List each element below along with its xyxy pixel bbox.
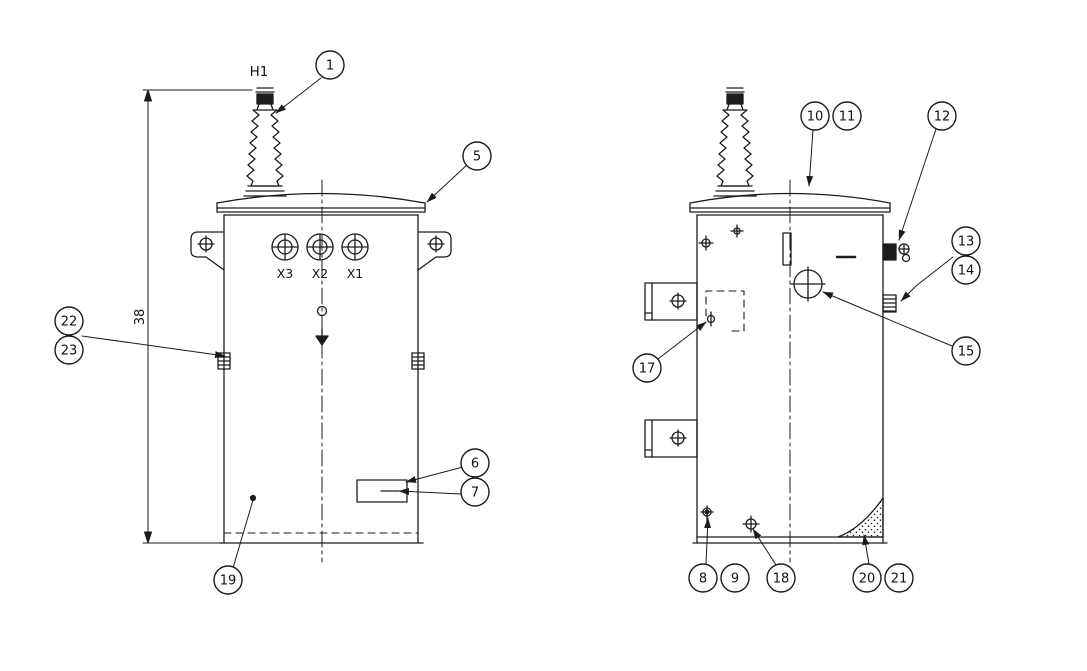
front-leaders	[81, 77, 469, 569]
support-bracket-upper	[644, 282, 698, 321]
callout-12: 12	[927, 101, 957, 131]
hidden-bracket-outline	[705, 290, 745, 332]
callout-23-label: 23	[61, 344, 78, 359]
drain-valve-fitting	[882, 294, 897, 313]
mounting-bracket-left	[190, 231, 225, 271]
callout-17-label: 17	[639, 362, 656, 377]
callout-22-label: 22	[61, 315, 78, 330]
callout-8-label: 8	[699, 572, 707, 587]
side-lid	[689, 192, 891, 216]
callout-1: 1	[315, 50, 345, 80]
bottom-bolt-left	[700, 505, 714, 522]
callout-8: 8	[688, 563, 718, 593]
callout-9: 9	[720, 563, 750, 593]
pressure-relief-fitting	[882, 243, 911, 263]
callout-5: 5	[462, 141, 492, 171]
lv-bushing-x1: X1	[341, 233, 369, 281]
ground-pad-bolt	[742, 515, 760, 533]
front-view: X3 X2 X1	[81, 64, 469, 569]
callout-22: 22	[54, 306, 84, 336]
callout-23: 23	[54, 335, 84, 365]
lv-bushing-x3: X3	[271, 233, 299, 281]
front-tank	[218, 214, 424, 544]
lv-bushing-label-x3: X3	[277, 266, 294, 281]
callout-13-label: 13	[958, 235, 975, 250]
callout-10: 10	[800, 101, 830, 131]
callout-1-label: 1	[326, 59, 334, 74]
callout-11-label: 11	[839, 110, 856, 125]
callout-18: 18	[766, 563, 796, 593]
callout-13: 13	[951, 226, 981, 256]
side-leaders	[657, 128, 954, 566]
lv-bushing-label-x1: X1	[347, 266, 364, 281]
callout-6: 6	[460, 448, 490, 478]
callout-11: 11	[832, 101, 862, 131]
callout-18-label: 18	[773, 572, 790, 587]
callout-20: 20	[852, 563, 882, 593]
lv-bushing-x2: X2	[306, 233, 334, 281]
callout-20-label: 20	[859, 572, 876, 587]
callout-7-label: 7	[471, 486, 479, 501]
bracket-bolt	[706, 311, 716, 327]
front-lid	[216, 192, 426, 216]
callout-12-label: 12	[934, 110, 951, 125]
thermometer-well	[782, 232, 792, 266]
wall-fin-right	[411, 352, 425, 370]
hv-bushing-side	[713, 87, 757, 197]
hv-bushing-front	[243, 87, 287, 197]
lid-clamp-bolts	[698, 224, 744, 251]
callout-6-label: 6	[471, 457, 479, 472]
height-dimension-label: 38	[133, 309, 148, 326]
hand-hole	[790, 266, 826, 302]
callout-14-label: 14	[958, 264, 975, 279]
tank-face-valve	[315, 328, 329, 346]
side-view	[644, 87, 954, 566]
callout-17: 17	[632, 353, 662, 383]
lv-bushing-label-x2: X2	[312, 266, 329, 281]
callout-15: 15	[951, 336, 981, 366]
callout-14: 14	[951, 255, 981, 285]
callout-21: 21	[884, 563, 914, 593]
dimension-38: 38	[133, 89, 253, 544]
callout-15-label: 15	[958, 345, 975, 360]
callout-21-label: 21	[891, 572, 908, 587]
callout-19-label: 19	[220, 574, 237, 589]
tank-face-plug	[316, 305, 328, 317]
hv-bushing-label: H1	[250, 64, 269, 80]
corner-weld-patch	[837, 497, 884, 538]
callout-5-label: 5	[473, 150, 481, 165]
callout-19: 19	[213, 565, 243, 595]
callout-10-label: 10	[807, 110, 824, 125]
mounting-bracket-right	[417, 231, 452, 271]
callout-9-label: 9	[731, 572, 739, 587]
support-bracket-lower	[644, 419, 698, 458]
callout-balloons: 1 5 6 7 19 22 23 10	[54, 50, 981, 595]
callout-7: 7	[460, 477, 490, 507]
